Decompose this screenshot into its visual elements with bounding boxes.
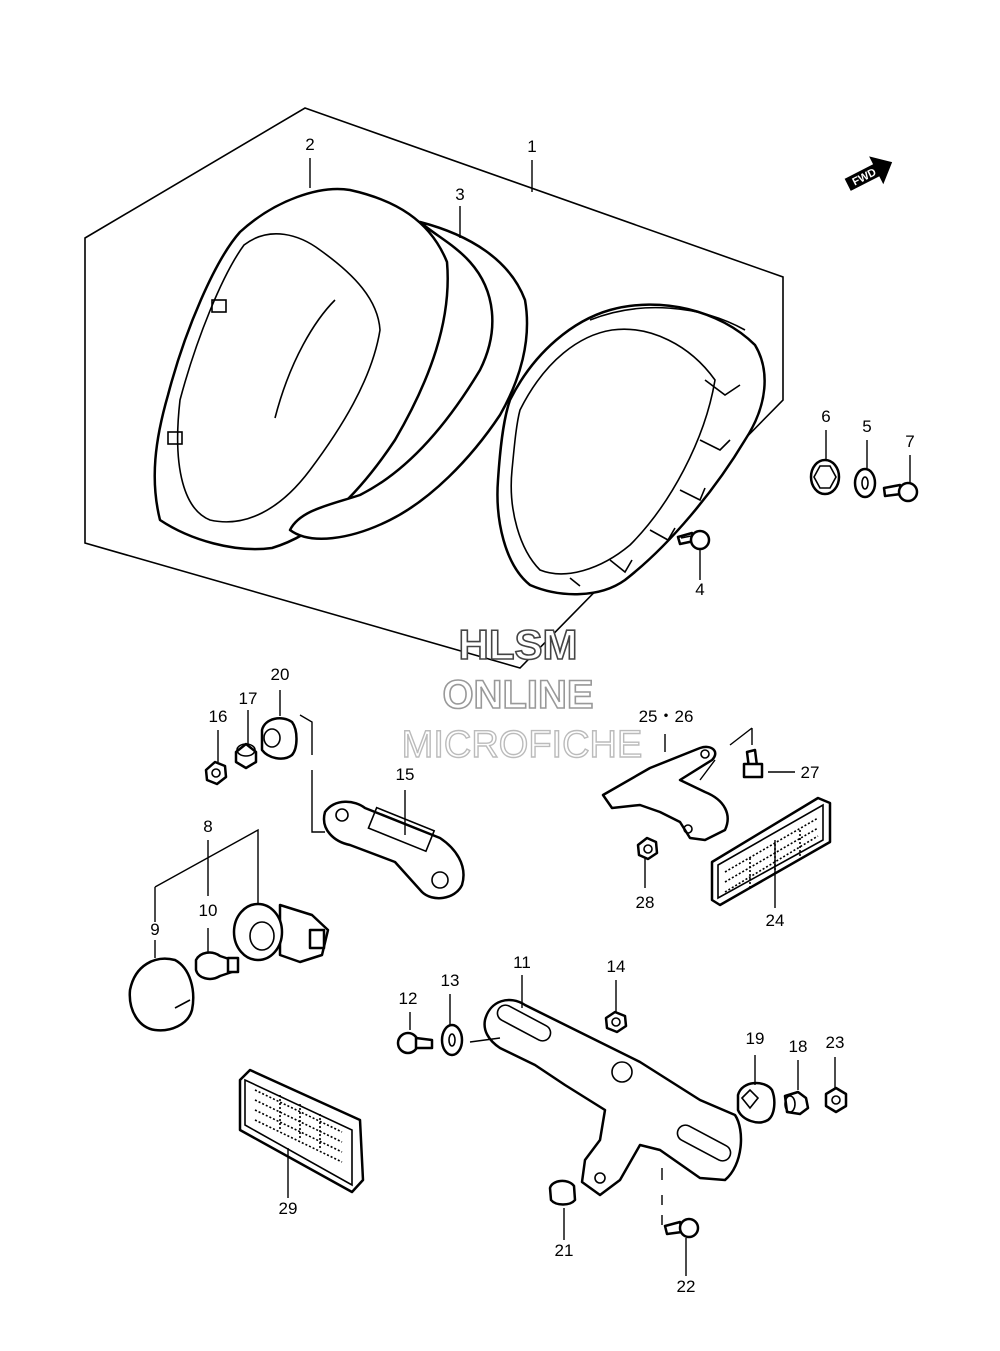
callout-12: 12 <box>399 989 418 1008</box>
callout-17: 17 <box>239 689 258 708</box>
leader-lines <box>154 158 911 1276</box>
callout-29: 29 <box>279 1199 298 1218</box>
part-9-lens <box>128 957 195 1032</box>
part-11-license-bracket <box>483 998 743 1197</box>
part-27-screw <box>742 748 764 779</box>
fwd-label: FWD <box>851 166 879 188</box>
part-28-nut <box>636 836 659 861</box>
callout-13: 13 <box>441 971 460 990</box>
callout-21: 21 <box>555 1241 574 1260</box>
callout-22: 22 <box>677 1277 696 1296</box>
callout-7: 7 <box>905 432 914 451</box>
part-20-cushion <box>260 717 298 760</box>
part-12-bolt <box>396 1031 434 1055</box>
part-25-26-bracket <box>601 745 729 842</box>
part-2-lens-cover <box>153 187 449 551</box>
part-23-nut <box>824 1086 848 1114</box>
assembly-box-outline <box>84 107 784 669</box>
callout-28: 28 <box>636 893 655 912</box>
callout-9: 9 <box>150 920 159 939</box>
part-17-collar <box>234 742 258 770</box>
part-8-socket <box>232 902 330 964</box>
callout-15: 15 <box>396 765 415 784</box>
callout-2: 2 <box>305 135 314 154</box>
callout-16: 16 <box>209 707 228 726</box>
callout-23: 23 <box>826 1033 845 1052</box>
part-1-lamp-housing <box>496 303 766 596</box>
part-18-collar <box>783 1090 810 1116</box>
callout-14: 14 <box>607 957 626 976</box>
callout-5: 5 <box>862 417 871 436</box>
part-21-cap <box>548 1179 577 1206</box>
watermark-line-1: HLSM <box>459 621 578 668</box>
part-10-bulb <box>194 951 240 981</box>
watermark: HLSM ONLINE MICROFICHE <box>401 620 643 767</box>
part-29-reflector <box>238 1068 365 1194</box>
callout-11: 11 <box>513 953 531 972</box>
callout-18: 18 <box>789 1037 808 1056</box>
part-19-grommet <box>736 1081 776 1124</box>
callout-4: 4 <box>695 580 704 599</box>
forward-arrow-icon: FWD <box>844 156 893 191</box>
callout-1: 1 <box>527 137 536 156</box>
callout-25-26: 25・26 <box>639 707 694 726</box>
callout-20: 20 <box>271 665 290 684</box>
watermark-line-2: ONLINE <box>442 673 593 717</box>
callout-27: 27 <box>801 763 820 782</box>
part-6-grommet <box>809 458 841 496</box>
callout-19: 19 <box>746 1029 765 1048</box>
callout-24: 24 <box>766 911 785 930</box>
part-16-nut <box>204 760 228 786</box>
callout-6: 6 <box>821 407 830 426</box>
part-13-washer <box>440 1023 464 1057</box>
part-14-nut <box>604 1010 628 1034</box>
part-22-bolt <box>663 1217 700 1239</box>
callout-3: 3 <box>455 185 464 204</box>
part-3-gasket <box>288 220 529 540</box>
part-5-washer <box>853 467 877 499</box>
part-4-screw <box>676 529 711 551</box>
callout-10: 10 <box>199 901 218 920</box>
part-7-bolt <box>882 481 919 503</box>
callout-8: 8 <box>203 817 212 836</box>
watermark-line-3: MICROFICHE <box>402 724 643 766</box>
part-24-reflector <box>710 796 832 907</box>
callout-labels: 1 2 3 4 5 6 7 8 9 10 11 12 13 14 15 16 1… <box>150 135 914 1296</box>
part-15-bracket <box>322 800 465 900</box>
